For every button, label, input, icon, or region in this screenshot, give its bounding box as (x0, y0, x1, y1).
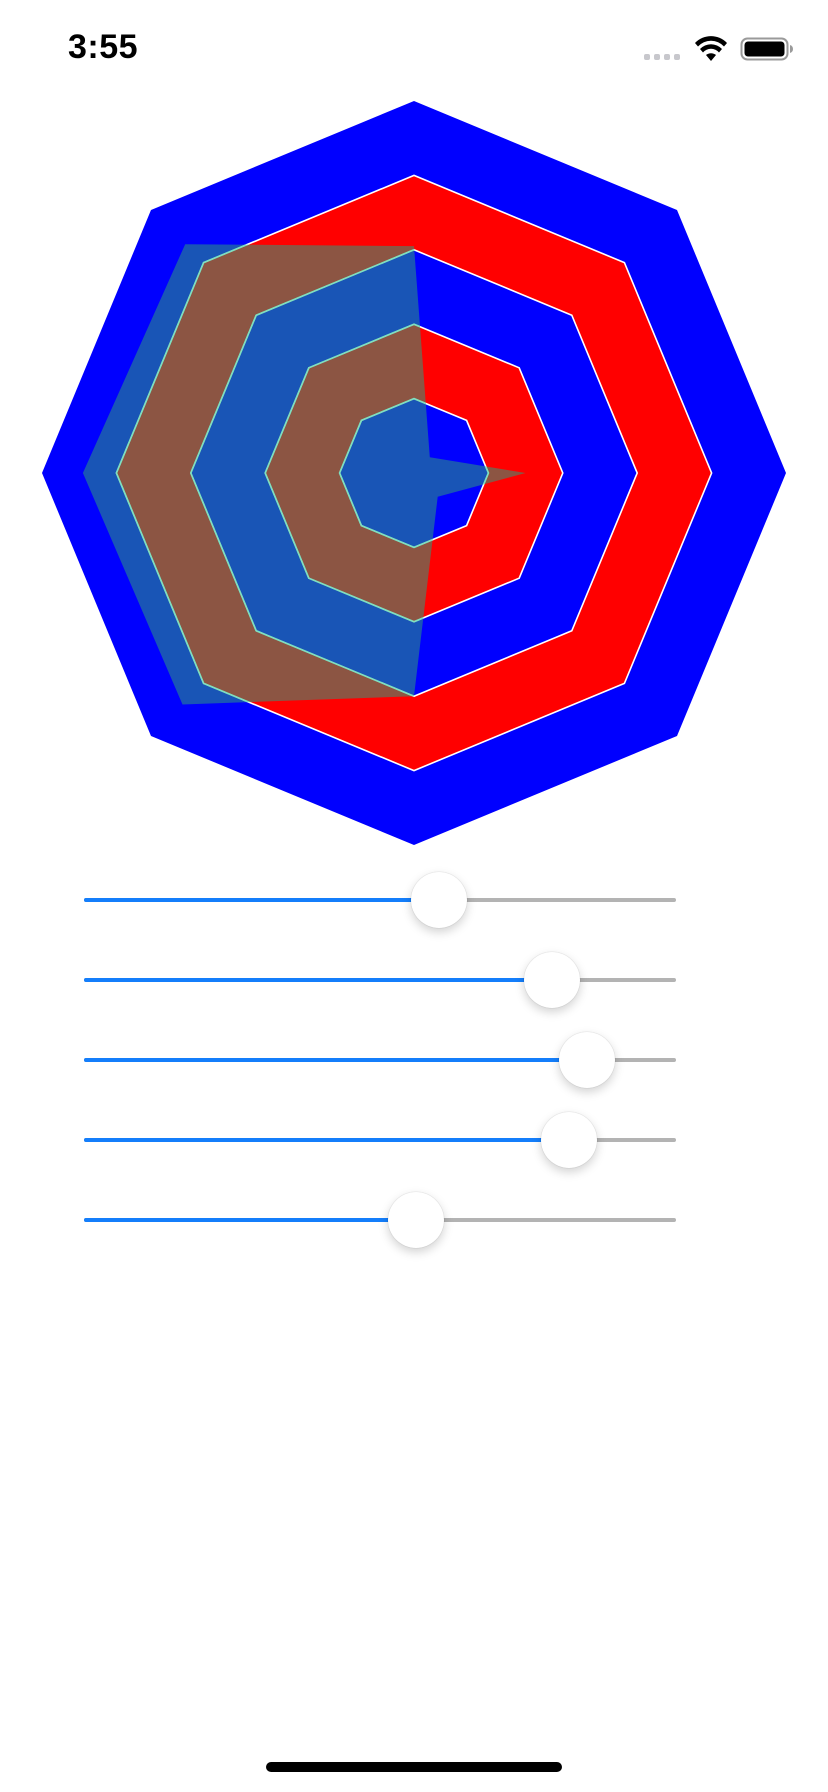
slider-fill (84, 1138, 570, 1142)
slider-thumb[interactable] (523, 952, 580, 1008)
slider-fill (84, 1058, 588, 1062)
slider-thumb[interactable] (541, 1112, 598, 1168)
radar-data-grid-line-3 (189, 248, 526, 698)
slider-thumb[interactable] (411, 872, 468, 928)
slider-1[interactable] (84, 870, 676, 930)
radar-chart (0, 80, 828, 860)
status-bar: 3:55 (0, 0, 828, 100)
battery-icon (740, 37, 793, 61)
cellular-signal-icon (644, 54, 680, 60)
home-indicator[interactable] (266, 1762, 562, 1772)
radar-chart-svg (42, 101, 786, 845)
slider-4[interactable] (84, 1110, 676, 1170)
radar-data-area (82, 244, 526, 705)
slider-fill (84, 1218, 416, 1222)
slider-fill (84, 898, 440, 902)
slider-thumb[interactable] (387, 1192, 444, 1248)
radar-data-grid-line-4 (115, 244, 526, 705)
radar-data-grid-line-2 (264, 323, 526, 623)
slider-3[interactable] (84, 1030, 676, 1090)
status-icons (642, 34, 794, 64)
slider-fill (84, 978, 552, 982)
wifi-icon (695, 36, 727, 61)
slider-5[interactable] (84, 1190, 676, 1250)
status-time: 3:55 (68, 28, 139, 66)
slider-thumb[interactable] (559, 1032, 616, 1088)
slider-2[interactable] (84, 950, 676, 1010)
